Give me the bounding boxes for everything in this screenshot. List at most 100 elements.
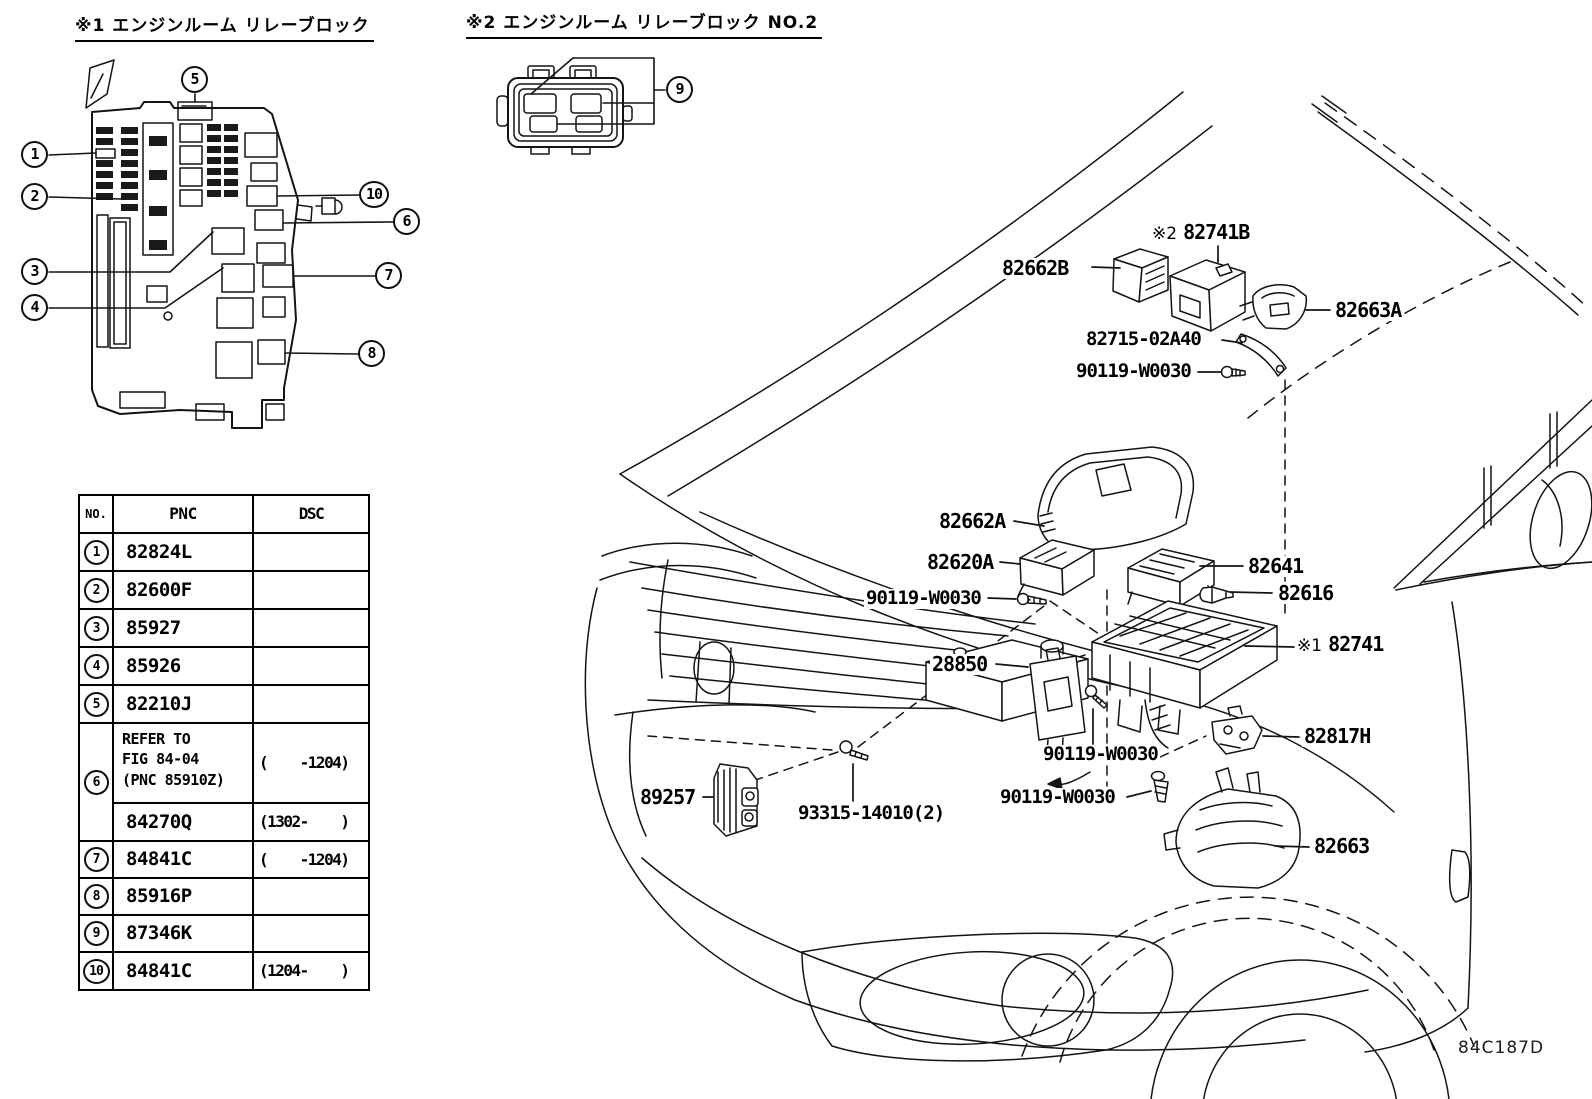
pnc-cell: 87346K bbox=[114, 916, 254, 951]
pnc-cell: 84270Q bbox=[114, 804, 254, 840]
label-90119-W0030-mid: 90119-W0030 bbox=[864, 587, 983, 609]
dsc-cell bbox=[254, 648, 368, 684]
part-82616-terminal bbox=[1199, 586, 1234, 604]
screw-90119-lower bbox=[1150, 770, 1169, 803]
table-header-row: NO. PNC DSC bbox=[80, 496, 368, 532]
label-82641: 82641 bbox=[1246, 554, 1306, 578]
label-93315-14010: 93315-14010(2) bbox=[796, 802, 947, 824]
dsc-cell: ( -1204) bbox=[259, 753, 350, 772]
callout-4: 4 bbox=[21, 294, 48, 321]
part-82715-bracket bbox=[1235, 333, 1287, 377]
part-82663A-cover bbox=[1239, 284, 1308, 330]
label-90119-W0030-lower: 90119-W0030 bbox=[998, 786, 1117, 808]
screw-90119-fender bbox=[1084, 684, 1108, 709]
fuse-box-detail-drawing bbox=[48, 59, 394, 429]
brand-emblem bbox=[693, 641, 735, 705]
table-row: 2 82600F bbox=[80, 570, 368, 608]
row-circled-no: 8 bbox=[83, 884, 109, 909]
label-82662B: 82662B bbox=[1000, 256, 1071, 280]
pnc-cell: 85926 bbox=[114, 648, 254, 684]
table-row: 9 87346K bbox=[80, 914, 368, 951]
screw-90119-top bbox=[1220, 365, 1246, 379]
pnc-cell: 85927 bbox=[114, 610, 254, 646]
fog-lamp bbox=[801, 932, 1174, 1062]
part-82663-cover bbox=[1163, 767, 1301, 889]
label-82662A: 82662A bbox=[937, 509, 1008, 533]
pnc-cell: 82210J bbox=[114, 686, 254, 722]
part-82662B-relay bbox=[1112, 248, 1169, 303]
heading-relay-block-1: ※1 エンジンルーム リレーブロック bbox=[75, 16, 374, 43]
part-89257-module bbox=[713, 763, 759, 837]
row-circled-no: 3 bbox=[83, 615, 109, 641]
callout-9: 9 bbox=[666, 76, 693, 103]
callout-6: 6 bbox=[393, 208, 420, 235]
label-89257: 89257 bbox=[638, 785, 698, 809]
callout-1: 1 bbox=[21, 141, 48, 168]
table-row: 1 82824L bbox=[80, 532, 368, 570]
pnc-cell: 84841C bbox=[114, 842, 254, 877]
label-82741B-prefix: ※2 bbox=[1152, 224, 1178, 244]
callout-3: 3 bbox=[21, 258, 48, 285]
label-82741B: ※2 82741B bbox=[1150, 220, 1252, 244]
label-28850: 28850 bbox=[930, 652, 990, 676]
label-82741-prefix: ※1 bbox=[1297, 636, 1323, 656]
label-90119-W0030-top: 90119-W0030 bbox=[1074, 360, 1193, 382]
dsc-cell bbox=[254, 686, 368, 722]
part-82641-fuse-holder bbox=[1127, 548, 1215, 607]
callout-8: 8 bbox=[358, 340, 385, 367]
label-82741-pnc: 82741 bbox=[1328, 632, 1384, 656]
label-90119-W0030-fender: 90119-W0030 bbox=[1041, 743, 1160, 765]
dsc-cell bbox=[254, 879, 368, 914]
parts-table: NO. PNC DSC 1 82824L 2 82600F 3 85927 4 … bbox=[78, 494, 370, 991]
row-circled-no: 9 bbox=[83, 921, 109, 946]
heading-relay-block-2: ※2 エンジンルーム リレーブロック NO.2 bbox=[466, 13, 823, 40]
dsc-cell bbox=[254, 610, 368, 646]
front-wheel bbox=[1150, 959, 1450, 1099]
relay-block-2-connector-drawing bbox=[496, 57, 666, 155]
label-82663: 82663 bbox=[1312, 834, 1372, 858]
dsc-cell bbox=[254, 916, 368, 951]
pnc-cell: 82600F bbox=[114, 572, 254, 608]
table-row: 4 85926 bbox=[80, 646, 368, 684]
dsc-cell: ( -1204) bbox=[259, 849, 350, 869]
part-82662A-cover bbox=[1037, 446, 1195, 563]
row-circled-no: 5 bbox=[83, 691, 109, 717]
part-82620A-relay-box bbox=[1017, 539, 1095, 601]
label-82741: ※1 82741 bbox=[1295, 632, 1386, 656]
dsc-cell: (1204- ) bbox=[259, 961, 350, 980]
dsc-cell bbox=[254, 534, 368, 570]
header-pnc: PNC bbox=[114, 496, 254, 532]
side-mirror bbox=[1529, 470, 1592, 570]
table-row: 3 85927 bbox=[80, 608, 368, 646]
screw-direction-arrow bbox=[1047, 771, 1091, 790]
figure-code: 84C187D bbox=[1458, 1038, 1545, 1058]
row-circled-no: 7 bbox=[83, 847, 109, 872]
callout-2: 2 bbox=[21, 183, 48, 210]
part-82741B-relay-block-2 bbox=[1169, 259, 1246, 345]
row-circled-no: 6 bbox=[83, 769, 109, 795]
label-82741B-pnc: 82741B bbox=[1183, 220, 1250, 244]
table-row: 10 84841C (1204- ) bbox=[80, 951, 368, 989]
screw-93315 bbox=[839, 740, 869, 761]
label-82817H: 82817H bbox=[1302, 724, 1373, 748]
callout-5: 5 bbox=[181, 66, 208, 93]
leader-lines bbox=[702, 245, 1331, 848]
dsc-cell bbox=[254, 572, 368, 608]
part-82817H-bracket bbox=[1211, 705, 1263, 755]
label-82663A: 82663A bbox=[1333, 298, 1404, 322]
pnc-cell-refer: REFER TO FIG 84-04 (PNC 85910Z) bbox=[114, 724, 254, 802]
row-circled-no: 10 bbox=[82, 958, 110, 984]
pnc-cell: 85916P bbox=[114, 879, 254, 914]
table-row: 5 82210J bbox=[80, 684, 368, 722]
row-circled-no: 1 bbox=[83, 539, 109, 565]
row-circled-no: 4 bbox=[83, 653, 109, 679]
pnc-cell: 84841C bbox=[114, 953, 254, 989]
pnc-cell: 82824L bbox=[114, 534, 254, 570]
table-row-6: 6 REFER TO FIG 84-04 (PNC 85910Z) ( -120… bbox=[80, 722, 368, 840]
header-dsc: DSC bbox=[298, 504, 325, 523]
callout-7: 7 bbox=[375, 262, 402, 289]
label-82715-02A40: 82715-02A40 bbox=[1084, 328, 1203, 350]
screw-90119-mid bbox=[1016, 592, 1047, 606]
header-no: NO. bbox=[80, 496, 114, 532]
